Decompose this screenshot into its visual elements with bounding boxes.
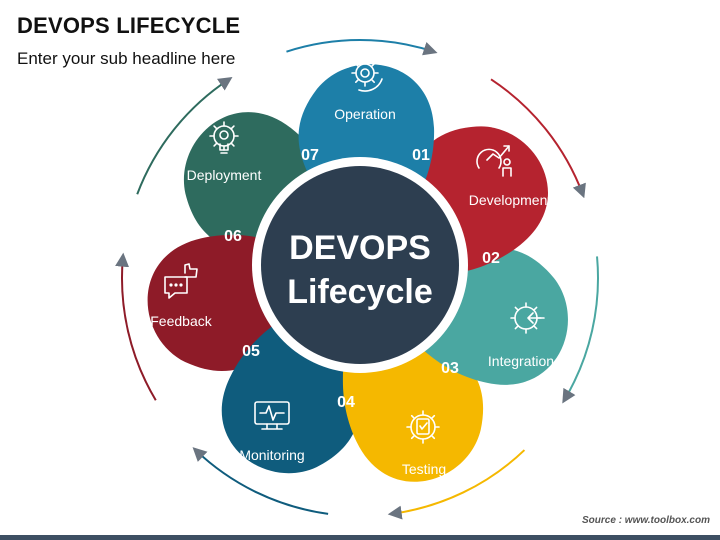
stage-number: 02 xyxy=(482,250,500,267)
stage-integration: Integration 03 xyxy=(441,302,554,377)
stage-number: 07 xyxy=(301,147,319,164)
stage-operation: Operation 01 xyxy=(334,54,430,164)
cycle-arrow xyxy=(286,39,438,56)
stage-number: 03 xyxy=(441,360,459,377)
gear-arrow-in-icon xyxy=(510,302,545,334)
center-hub-disc xyxy=(261,166,459,364)
cycle-arrows xyxy=(115,39,599,520)
stage-label: Operation xyxy=(334,106,395,122)
cycle-arrow xyxy=(387,449,526,520)
center-title-line2: Lifecycle xyxy=(287,273,433,311)
center-title-line1: DEVOPS xyxy=(289,229,431,267)
page-subtitle: Enter your sub headline here xyxy=(17,49,236,68)
stage-label: Deployment xyxy=(187,167,262,183)
cycle-arrow xyxy=(115,252,157,401)
cycle-arrow xyxy=(192,447,329,515)
cycle-arrow xyxy=(562,256,599,404)
stage-development: Development 02 xyxy=(469,145,552,267)
cycle-arrow xyxy=(136,76,233,195)
stage-monitoring: Monitoring 05 xyxy=(239,343,304,463)
stage-label: Integration xyxy=(488,353,554,369)
stage-label: Monitoring xyxy=(239,447,304,463)
center-hub: DEVOPS Lifecycle xyxy=(252,157,468,373)
thumbs-up-chat-icon xyxy=(164,263,198,299)
page-title: DEVOPS LIFECYCLE xyxy=(17,13,241,38)
stage-feedback: Feedback 06 xyxy=(150,228,242,329)
gear-cycle-icon xyxy=(347,54,383,92)
stage-testing: Testing 04 xyxy=(337,394,446,477)
footer-bar xyxy=(0,535,720,540)
stage-label: Feedback xyxy=(150,313,212,329)
stage-number: 04 xyxy=(337,394,355,411)
gear-clipboard-icon xyxy=(406,410,440,444)
stage-number: 01 xyxy=(412,147,430,164)
stage-label: Testing xyxy=(402,461,446,477)
stage-number: 06 xyxy=(224,228,242,245)
stage-label: Development xyxy=(469,192,552,208)
cycle-arrow xyxy=(490,78,586,199)
growth-chart-person-icon xyxy=(476,145,512,177)
monitor-pulse-icon xyxy=(254,401,290,430)
gear-lightbulb-icon xyxy=(209,121,239,154)
source-note: Source : www.toolbox.com xyxy=(582,515,710,526)
stage-number: 05 xyxy=(242,343,260,360)
stage-deployment: Deployment 07 xyxy=(187,121,319,183)
